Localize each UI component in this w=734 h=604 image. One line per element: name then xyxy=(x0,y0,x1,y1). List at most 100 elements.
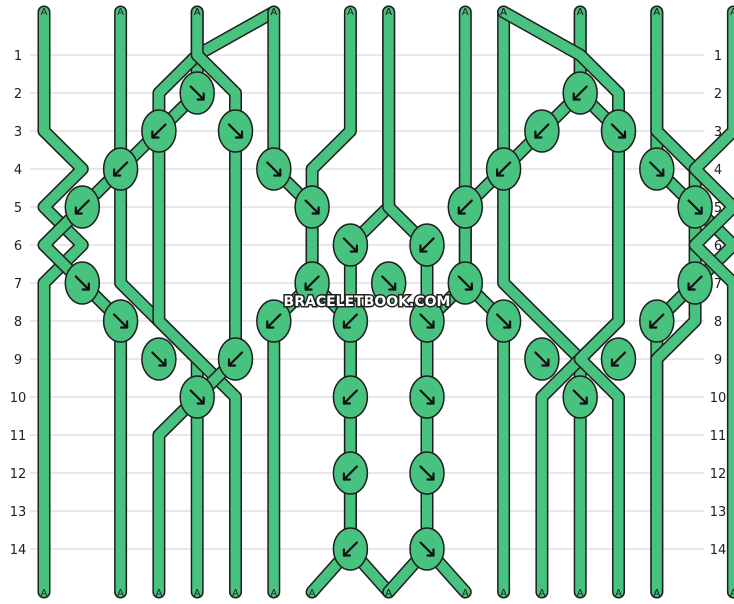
row-label: 12 xyxy=(710,467,727,482)
strand-label: A xyxy=(462,7,469,18)
row-label: 1 xyxy=(14,49,22,64)
knot xyxy=(370,261,407,305)
arrow-sw-icon xyxy=(112,161,129,177)
arrowhead xyxy=(426,472,435,481)
arrowhead xyxy=(610,358,620,367)
strand-label: A xyxy=(730,588,734,599)
strand-label: A xyxy=(155,588,162,599)
knot xyxy=(447,185,484,229)
arrow-sw-icon xyxy=(342,541,358,557)
strand xyxy=(460,7,509,597)
knot xyxy=(141,337,177,381)
knot xyxy=(332,299,369,343)
arrow-se-icon xyxy=(610,123,627,139)
arrow-se-icon xyxy=(151,351,167,367)
strand-label: A xyxy=(500,7,507,18)
row-label: 11 xyxy=(710,429,727,444)
arrow-se-icon xyxy=(381,275,397,291)
strand-label: A xyxy=(232,588,239,599)
arrow-sw-icon xyxy=(74,199,90,215)
arrow-se-icon xyxy=(496,313,512,329)
knot xyxy=(64,261,101,305)
arrowhead xyxy=(311,206,320,215)
strand-label: A xyxy=(270,7,277,18)
strand-label: A xyxy=(347,7,354,18)
arrow-sw-icon xyxy=(342,465,358,481)
strand-label: A xyxy=(653,7,660,18)
arrow-sw-icon xyxy=(342,389,358,405)
row-label: 11 xyxy=(10,429,27,444)
strand-label: A xyxy=(653,588,660,599)
arrowhead xyxy=(572,92,581,101)
arrowhead xyxy=(457,206,466,215)
strand-label: A xyxy=(577,7,584,18)
arrow-se-icon xyxy=(687,199,703,215)
knot xyxy=(179,71,215,115)
arrowhead xyxy=(426,396,435,405)
row-label: 6 xyxy=(714,239,722,254)
strand-label: A xyxy=(117,588,124,599)
arrow-se-icon xyxy=(112,313,129,329)
arrowhead xyxy=(426,548,435,557)
row-label: 4 xyxy=(714,163,722,178)
knot xyxy=(524,337,560,381)
row-label: 10 xyxy=(710,391,727,406)
row-label: 8 xyxy=(14,315,22,330)
knot xyxy=(102,147,139,191)
row-label: 4 xyxy=(14,163,22,178)
arrowhead xyxy=(227,358,237,367)
knot xyxy=(409,223,445,267)
knot xyxy=(294,185,330,229)
strand xyxy=(268,7,318,597)
arrow-se-icon xyxy=(457,275,473,291)
row-label: 13 xyxy=(710,505,727,520)
arrowhead xyxy=(342,396,351,405)
arrow-sw-icon xyxy=(610,351,627,367)
knot xyxy=(485,299,522,343)
arrow-sw-icon xyxy=(266,313,282,329)
strand xyxy=(39,7,126,597)
arrowhead xyxy=(196,396,205,405)
watermark: BRACELETBOOK.COM xyxy=(284,294,451,310)
strand-label: A xyxy=(538,588,545,599)
strand-label: A xyxy=(309,588,316,599)
arrowhead xyxy=(464,282,473,291)
strand-label: A xyxy=(653,588,660,599)
arrowhead xyxy=(74,206,83,215)
row-label: 1 xyxy=(714,49,722,64)
arrow-sw-icon xyxy=(534,123,550,139)
row-label: 5 xyxy=(714,201,722,216)
arrow-se-icon xyxy=(534,351,550,367)
knot xyxy=(409,299,445,343)
strand-label: A xyxy=(730,7,734,18)
knot xyxy=(409,451,445,495)
knot xyxy=(485,147,522,191)
arrowhead xyxy=(158,358,167,367)
arrow-se-icon xyxy=(419,389,435,405)
row-label: 14 xyxy=(710,543,727,558)
knot xyxy=(409,527,445,571)
arrowhead xyxy=(273,168,282,177)
row-label: 3 xyxy=(714,125,722,140)
knots xyxy=(64,71,713,571)
knot xyxy=(332,451,369,495)
knot xyxy=(141,109,177,153)
strand xyxy=(498,7,586,597)
knot xyxy=(217,337,254,381)
row-label: 10 xyxy=(10,391,27,406)
arrowhead xyxy=(419,244,428,253)
row-label: 2 xyxy=(14,87,22,102)
arrow-se-icon xyxy=(189,85,205,101)
strand-label: A xyxy=(577,7,584,18)
knot xyxy=(179,375,215,419)
row-label: 2 xyxy=(714,87,722,102)
arrowhead xyxy=(694,206,703,215)
arrowhead xyxy=(687,282,696,291)
row-label: 9 xyxy=(714,353,722,368)
knot xyxy=(332,223,369,267)
arrow-se-icon xyxy=(419,541,435,557)
arrowhead xyxy=(496,168,505,177)
